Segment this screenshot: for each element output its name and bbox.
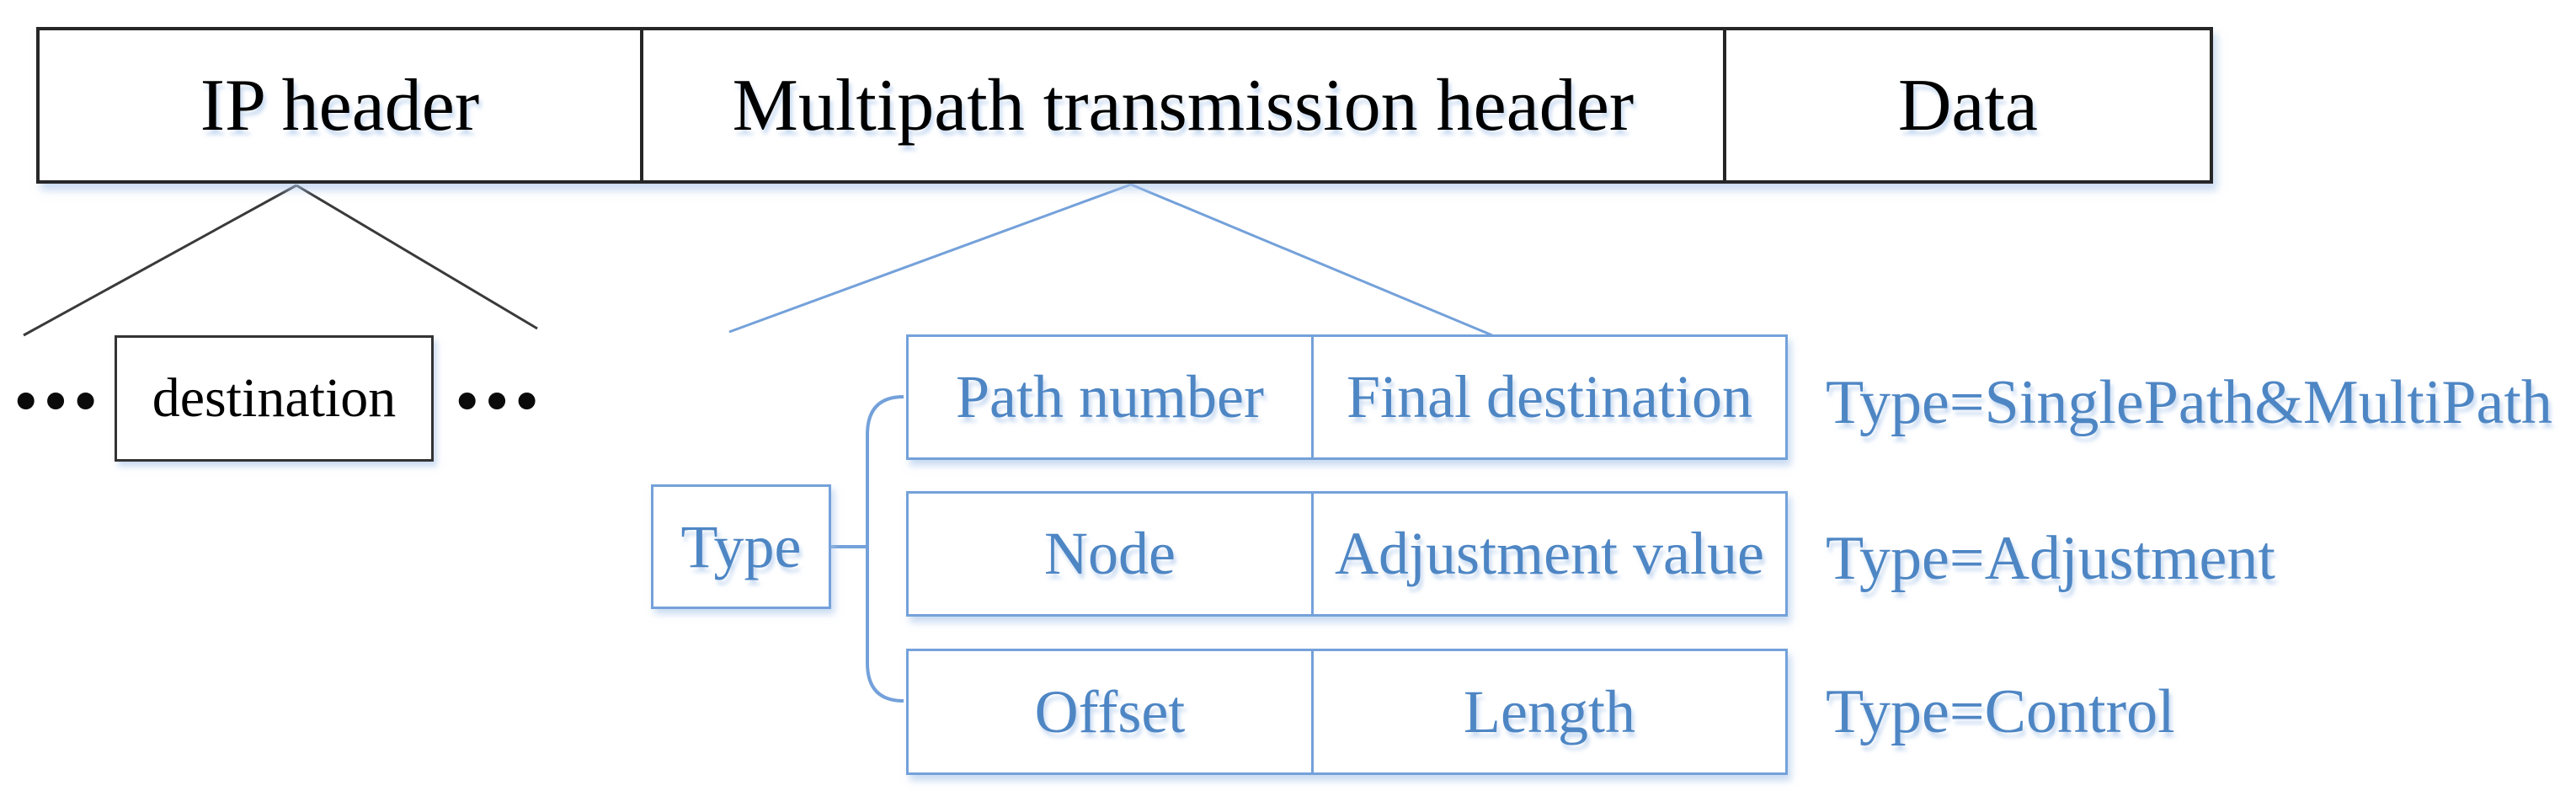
ellipsis-right: •••	[455, 362, 545, 441]
ellipsis-left: •••	[13, 362, 104, 441]
destination-field-box: destination	[115, 335, 434, 462]
field-length: Length	[1311, 651, 1785, 772]
segment-data: Data	[1722, 30, 2210, 180]
packet-bar: IP header Multipath transmission header …	[36, 27, 2213, 184]
condition-label-singlepath: Type=SinglePath&MultiPath	[1826, 368, 2552, 437]
segment-multipath-header: Multipath transmission header	[639, 30, 1723, 180]
field-path-number: Path number	[956, 363, 1264, 430]
multipath-fan-lines	[728, 183, 1493, 337]
condition-label-adjustment: Type=Adjustment	[1826, 524, 2275, 593]
condition-label-control: Type=Control	[1826, 677, 2175, 746]
ip-header-fan-lines	[23, 184, 538, 337]
table-row-singlepath: Path number Final destination	[906, 334, 1788, 460]
field-adjustment-value: Adjustment value	[1311, 494, 1785, 614]
field-offset: Offset	[1034, 677, 1186, 746]
segment-ip-header: IP header	[200, 64, 480, 147]
field-final-destination: Final destination	[1311, 337, 1785, 457]
field-node: Node	[1044, 520, 1176, 587]
type-bracket-connector	[831, 395, 904, 703]
table-row-control: Offset Length	[906, 649, 1788, 775]
table-row-adjustment: Node Adjustment value	[906, 491, 1788, 617]
type-selector-box: Type	[651, 484, 831, 609]
